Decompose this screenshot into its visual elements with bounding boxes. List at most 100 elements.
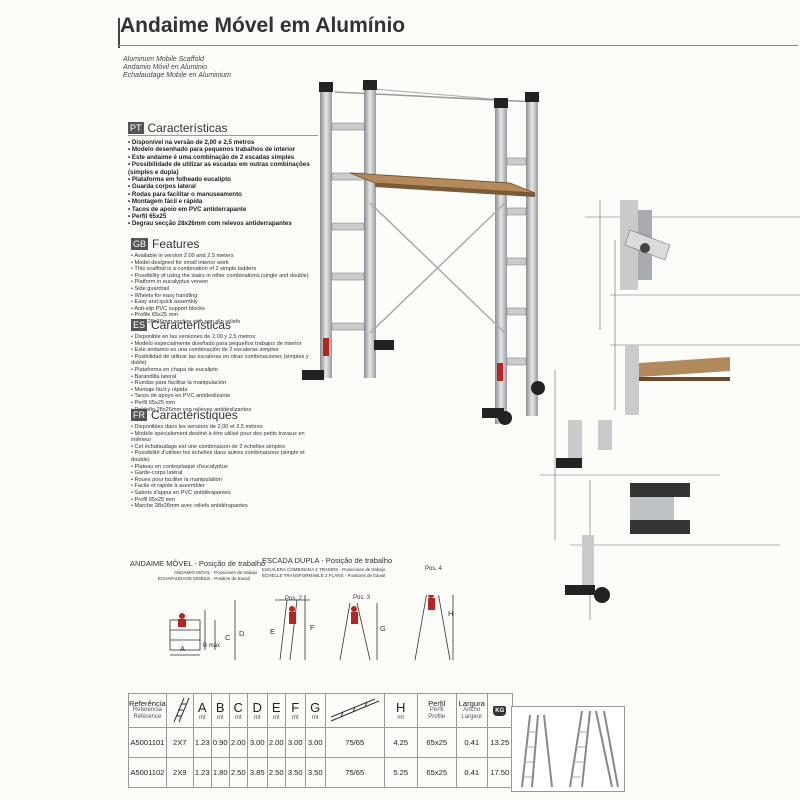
- row-e: 2.00: [266, 727, 286, 758]
- largura-header: Largura Ancho Largeur: [455, 693, 488, 728]
- perfil-header-es: Perfil: [429, 707, 444, 713]
- dimension-label-c: C: [225, 633, 231, 642]
- perfil-header-pt: Perfil: [428, 699, 446, 708]
- feature-list-gb: Available in version 2.00 and 2.5 meters…: [131, 253, 321, 326]
- list-item: Cet échafaudage est une combinaison de 2…: [131, 444, 321, 451]
- row-largura: 0.41: [455, 757, 488, 788]
- list-item: Side guardrail: [131, 286, 321, 293]
- ref-header: Referência Referencia Référence: [128, 693, 167, 728]
- list-item: Modèle spécialement destiné à être utili…: [131, 431, 321, 444]
- row-kg: 13.25: [486, 727, 513, 758]
- col-b-letter: B: [215, 700, 225, 715]
- row-perfil: 65x25: [416, 757, 457, 788]
- row-angle: 75/65: [324, 727, 385, 758]
- row-model: 2X9: [165, 757, 194, 788]
- lang-tag-es: ES: [131, 319, 148, 331]
- row-model: 2X7: [165, 727, 194, 758]
- dimension-label-g: G: [380, 624, 386, 633]
- title-accent-bar: [118, 18, 120, 48]
- col-h-unit: mt: [397, 715, 405, 721]
- list-item: Perfil 65x25 mm: [131, 400, 321, 407]
- col-e-unit: mt: [272, 715, 280, 721]
- ref-header-fr: Référence: [133, 714, 162, 720]
- list-item: Montaje fácil y rápida: [131, 387, 321, 394]
- col-a-letter: A: [197, 700, 207, 715]
- list-item: Plataforma en chapa de eucalipto: [131, 367, 321, 374]
- row-h: 4.25: [383, 727, 418, 758]
- page-title: Andaime Móvel em Alumínio: [120, 14, 406, 37]
- subtitle-en: Aluminum Mobile Scaffold: [123, 56, 204, 63]
- list-item: Peldaño 28x26mm con relieves antidesliza…: [131, 407, 321, 414]
- foot-detail-photo: [556, 420, 612, 468]
- row-kg: 17.50: [486, 757, 513, 788]
- list-item: Barandilla lateral: [131, 374, 321, 381]
- angle-icon-header: [324, 693, 385, 728]
- scaffold-product-photo: [302, 80, 545, 425]
- table-row: A5001101 2X7 1.23 0.90 2.00 3.00 2.00 3.…: [128, 727, 513, 758]
- list-item: Wheels for easy handling: [131, 293, 321, 300]
- col-b-unit: mt: [216, 715, 224, 721]
- largura-header-fr: Largeur: [461, 714, 483, 720]
- row-a: 1.23: [192, 757, 212, 788]
- list-item: Model designed for small interior work: [131, 260, 321, 267]
- row-angle: 75/65: [324, 757, 385, 788]
- list-item: Profile 65x25 mm: [131, 312, 321, 319]
- list-item: Disponível na versão de 2,00 e 2,5 metro…: [128, 139, 328, 146]
- largura-header-es: Ancho: [463, 707, 481, 713]
- col-c-unit: mt: [234, 715, 242, 721]
- list-item: Profil 65x25 mm: [131, 497, 321, 504]
- perfil-header-fr: Profile: [428, 714, 446, 720]
- list-item: Roues pour faciliter la manipulation: [131, 477, 321, 484]
- list-item: Step 28x26mm section with non slip relie…: [131, 319, 321, 326]
- list-item: Tacos de apoio em PVC antiderrapante: [128, 206, 328, 213]
- double-ladder-diagram-title: ESCADA DUPLA - Posição de trabalho: [262, 556, 393, 565]
- row-h: 5.25: [383, 757, 418, 788]
- ladder-icon: [173, 697, 190, 722]
- largura-header-pt: Largura: [458, 699, 485, 708]
- list-item: Facile et rapide à assembler: [131, 483, 321, 490]
- lang-tag-pt: PT: [128, 122, 144, 134]
- list-item: Plateau en contreplaqué d'eucalyptus: [131, 464, 321, 471]
- double-ladder-subtitle-es: ESCALERA COMBINADA 2 TRAMOS - Posiciones…: [262, 567, 386, 572]
- col-g-letter: G: [310, 700, 321, 715]
- dimension-label-d: D: [239, 629, 245, 638]
- col-f-letter: F: [291, 700, 300, 715]
- table-row: A5001102 2X9 1.23 1.80 2.50 3.85 2.50 3.…: [128, 757, 513, 788]
- section-gb: GB Features Available in version 2.00 an…: [131, 237, 321, 326]
- row-b: 1.80: [210, 757, 230, 788]
- dimension-label-b: B máx: [203, 643, 221, 649]
- ladder-configurations-photo: [511, 706, 625, 792]
- feature-list-es: Disponible en las versiones de 2,00 y 2,…: [131, 334, 321, 413]
- list-item: Ruedas para facilitar la manipulación: [131, 380, 321, 387]
- list-item: Possibilité d'utiliser les échelles dans…: [131, 450, 321, 463]
- row-ref: A5001101: [128, 727, 167, 758]
- row-g: 3.50: [304, 757, 326, 788]
- list-item: Platform in eucalyptus veneer: [131, 279, 321, 286]
- perfil-header: Perfil Perfil Profile: [416, 693, 457, 728]
- col-g-unit: mt: [311, 715, 319, 721]
- list-item: Este andamio es una combinación de 2 esc…: [131, 347, 321, 354]
- list-item: Easy and quick assembly: [131, 299, 321, 306]
- weight-icon: KG: [493, 706, 507, 716]
- list-item: Possibilidade de utilizar as escadas em …: [128, 161, 328, 176]
- scaffold-diagram-title: ANDAIME MÓVEL - Posição de trabalho: [130, 559, 266, 568]
- row-g: 3.00: [304, 727, 326, 758]
- pvc-cap-detail-photo: [630, 483, 690, 534]
- row-largura: 0.41: [455, 727, 488, 758]
- list-item: Este andaime é uma combinação de 2 escad…: [128, 154, 328, 161]
- double-ladder-subtitle-fr: ÉCHELLE TRANSFORMABLE 2 PLANS - Position…: [262, 573, 386, 578]
- hinge-detail-photo: [620, 200, 671, 290]
- list-item: Posibilidad de utilizar las escaleras en…: [131, 354, 321, 367]
- subtitle-block: Aluminum Mobile Scaffold Andamio Móvil e…: [123, 56, 231, 80]
- position-2-label: Pos. 2: [285, 596, 303, 602]
- list-item: Garde-corps latéral: [131, 470, 321, 477]
- col-a-unit: mt: [198, 715, 206, 721]
- section-divider: [128, 135, 318, 136]
- feature-list-fr: Disponibles dans les versions de 2,00 et…: [131, 424, 321, 510]
- dimension-label-h: H: [448, 609, 454, 618]
